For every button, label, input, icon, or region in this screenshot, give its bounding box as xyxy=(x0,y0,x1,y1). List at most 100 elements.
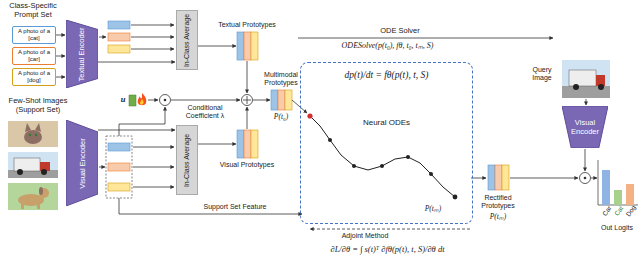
prompt-box: A photo of a [dog] xyxy=(12,68,56,86)
label-text: Car xyxy=(600,203,614,219)
label-text: Support Set Feature xyxy=(195,203,275,211)
flow-arrow xyxy=(119,107,165,136)
prompt-box: A photo of a [car] xyxy=(12,47,56,65)
prototype-bars xyxy=(285,90,292,110)
prototype-bars xyxy=(244,130,251,158)
flow-arrow xyxy=(591,178,597,179)
label-text: ODESolve(p(t₀), fθ, t₀, tₘ, S) xyxy=(305,41,470,51)
prototype-bars xyxy=(237,32,509,190)
flow-arrow xyxy=(99,25,597,229)
flow-arrow xyxy=(198,46,236,47)
support-feature-box xyxy=(106,136,132,198)
prototype-bars xyxy=(495,165,502,190)
label-slot: Out Logits xyxy=(596,224,638,232)
flow-arrow xyxy=(585,149,586,171)
support-image xyxy=(39,187,43,195)
query-image xyxy=(562,60,610,98)
label-text: P(tₘ) xyxy=(483,212,513,221)
flow-arrow xyxy=(131,49,174,50)
label-text: Rectified Prototypes xyxy=(468,194,528,211)
label-slot: Query Image xyxy=(524,66,560,83)
flow-arrow xyxy=(510,178,578,179)
flow-arrow xyxy=(310,229,470,230)
support-image xyxy=(21,204,24,209)
label-slot: Conditional Coefficient λ xyxy=(176,104,234,121)
flow-arrow xyxy=(471,178,486,179)
label-text: Class-Specific Prompt Set xyxy=(1,1,65,19)
label-text: ODE Solver xyxy=(360,26,440,35)
label-slot: Few-Shot Images (Support Set) xyxy=(1,96,75,114)
learnable-vector xyxy=(140,99,144,105)
text-feature-tiles xyxy=(108,21,130,29)
prototype-bars xyxy=(488,165,495,190)
support-image xyxy=(35,134,37,136)
prototype-bars xyxy=(251,130,258,158)
prototype-bars xyxy=(237,32,244,60)
label-slot: Multimodal Prototypes xyxy=(255,71,307,88)
node-text: In-Class Average xyxy=(184,13,191,66)
prototype-bars xyxy=(502,165,509,190)
flow-arrow xyxy=(99,37,106,38)
average-block: In-Class Average xyxy=(176,10,198,70)
prototype-bars xyxy=(278,90,285,110)
logit-chart xyxy=(598,160,638,205)
flow-arrow xyxy=(119,198,302,214)
connector-arrow xyxy=(56,35,65,36)
node-text: Textual Encoder xyxy=(78,27,87,81)
flow-arrow xyxy=(298,38,553,39)
ode-trajectory xyxy=(380,164,384,168)
ode-equation: dp(t)/dt = fθ(p(t), t, S) xyxy=(301,70,472,80)
flow-arrow xyxy=(198,144,236,145)
prototype-bars xyxy=(237,130,244,158)
flow-arrow xyxy=(247,107,248,129)
label-slot: Visual Prototypes xyxy=(207,161,287,169)
ode-trajectory xyxy=(310,116,455,197)
label-text: Few-Shot Images (Support Set) xyxy=(1,96,75,114)
label-text: Cat xyxy=(612,203,626,219)
connector-arrow xyxy=(56,77,65,78)
node-text: In-Class Average xyxy=(184,133,191,186)
text-feature-tiles xyxy=(108,21,130,53)
operator-symbol xyxy=(584,177,587,180)
support-image xyxy=(29,134,31,136)
ode-trajectory xyxy=(307,113,312,118)
label-text: Multimodal Prototypes xyxy=(255,71,307,88)
flow-arrow xyxy=(586,99,587,105)
support-image xyxy=(17,169,23,175)
ode-trajectory xyxy=(352,164,356,168)
ode-box: dp(t)/dt = fθ(p(t), t, S)Neural ODEs xyxy=(300,62,473,224)
ode-trajectory xyxy=(406,155,410,159)
connector-arrow xyxy=(56,56,65,57)
flow-arrow xyxy=(131,25,174,26)
learnable-vector xyxy=(129,95,136,106)
label-text: Dog xyxy=(624,203,638,219)
support-image xyxy=(8,183,58,210)
flow-arrow xyxy=(253,100,270,101)
logit-chart xyxy=(598,160,599,205)
operator-symbol xyxy=(164,99,167,102)
support-image xyxy=(8,152,58,178)
ode-trajectory xyxy=(429,172,433,176)
node-text: Visual Encoder xyxy=(78,138,87,188)
label-text: P(t₀) xyxy=(266,112,296,121)
label-slot: Rectified Prototypes xyxy=(468,194,528,211)
label-slot: Cat xyxy=(612,207,626,215)
flow-arrow xyxy=(247,61,248,93)
support-image xyxy=(39,188,49,198)
operator-symbol xyxy=(247,96,248,104)
label-slot: u xyxy=(118,94,128,104)
label-text: Textual Prototypes xyxy=(207,21,287,29)
flow-arrow xyxy=(171,100,240,101)
query-image xyxy=(569,70,596,86)
query-image xyxy=(598,84,604,90)
support-feature-box xyxy=(106,136,132,198)
connector-arrow xyxy=(98,62,175,63)
label-text: u xyxy=(118,94,128,104)
label-slot: P(tₘ) xyxy=(483,212,513,221)
support-image xyxy=(24,130,42,144)
flow-arrow xyxy=(133,147,174,148)
support-image xyxy=(8,121,58,147)
support-image xyxy=(8,121,58,210)
label-text: Adjoint Method xyxy=(330,232,400,240)
